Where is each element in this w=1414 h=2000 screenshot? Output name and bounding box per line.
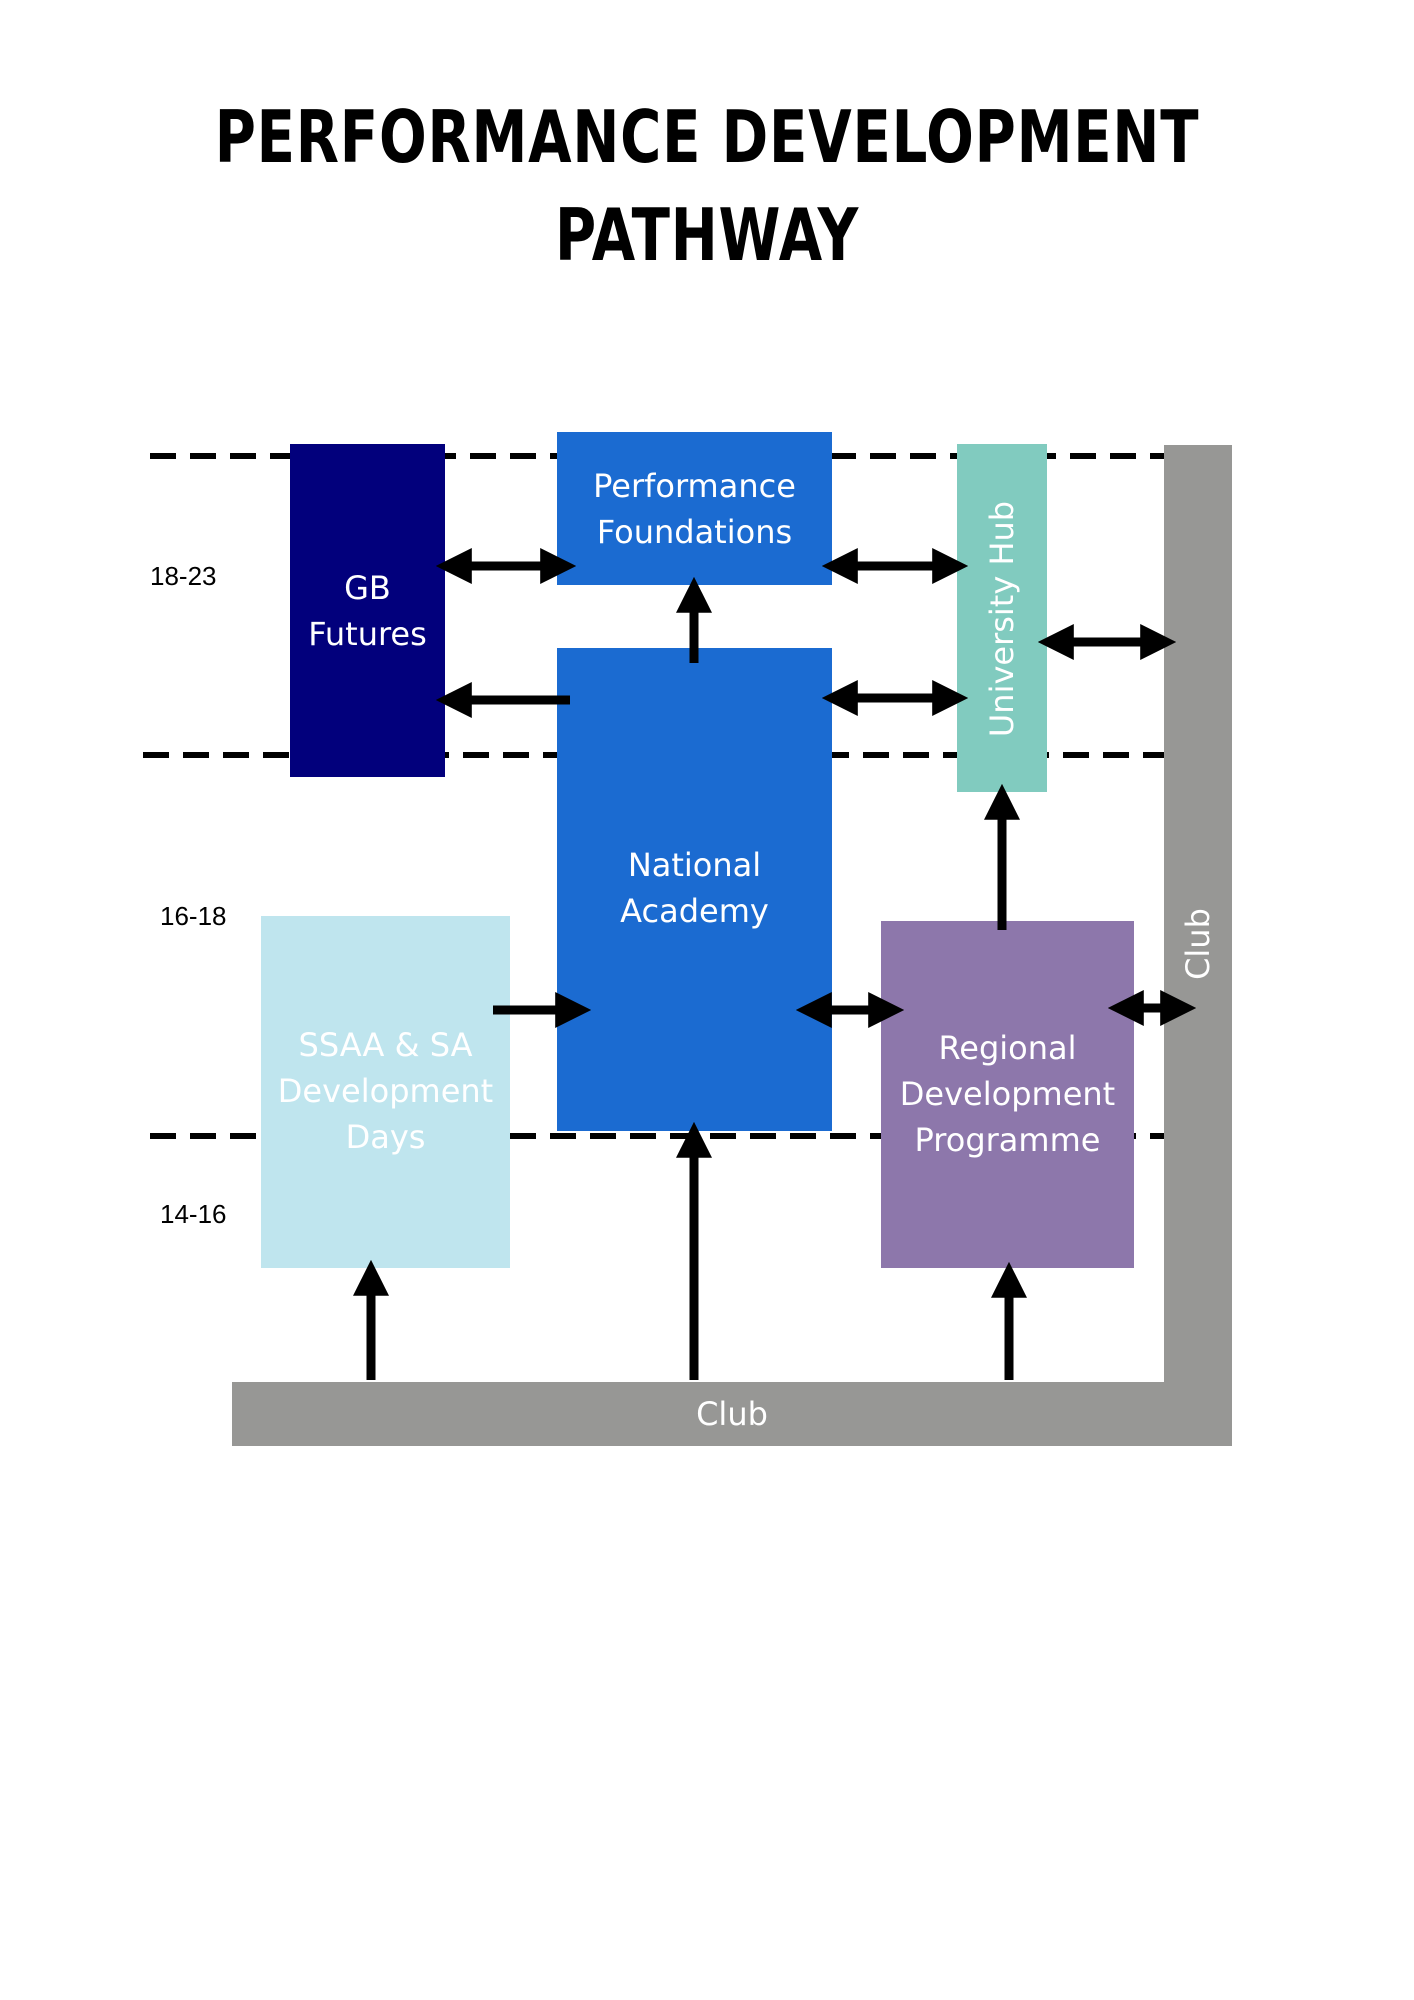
age-band-middle: 16-18	[160, 901, 227, 931]
regional-development-box: Regional Development Programme	[881, 921, 1134, 1268]
age-band-lower: 14-16	[160, 1199, 227, 1229]
university-hub-box	[957, 444, 1047, 792]
club-horizontal-label: Club	[696, 1395, 768, 1433]
title-line-2: PATHWAY	[554, 193, 860, 277]
ssaa-sa-box: SSAA & SA Development Days	[261, 916, 510, 1268]
club-vertical-bar	[1164, 445, 1232, 1446]
national-academy-box: National Academy	[557, 648, 832, 1131]
club-horizontal-bar: Club	[232, 1382, 1232, 1446]
performance-foundations-box: Performance Foundations	[557, 432, 832, 585]
age-band-upper: 18-23	[150, 561, 217, 591]
title-line-1: PERFORMANCE DEVELOPMENT	[214, 95, 1200, 179]
gb-futures-box: GB Futures	[290, 444, 445, 777]
page-title: PERFORMANCE DEVELOPMENT PATHWAY	[156, 88, 1259, 284]
